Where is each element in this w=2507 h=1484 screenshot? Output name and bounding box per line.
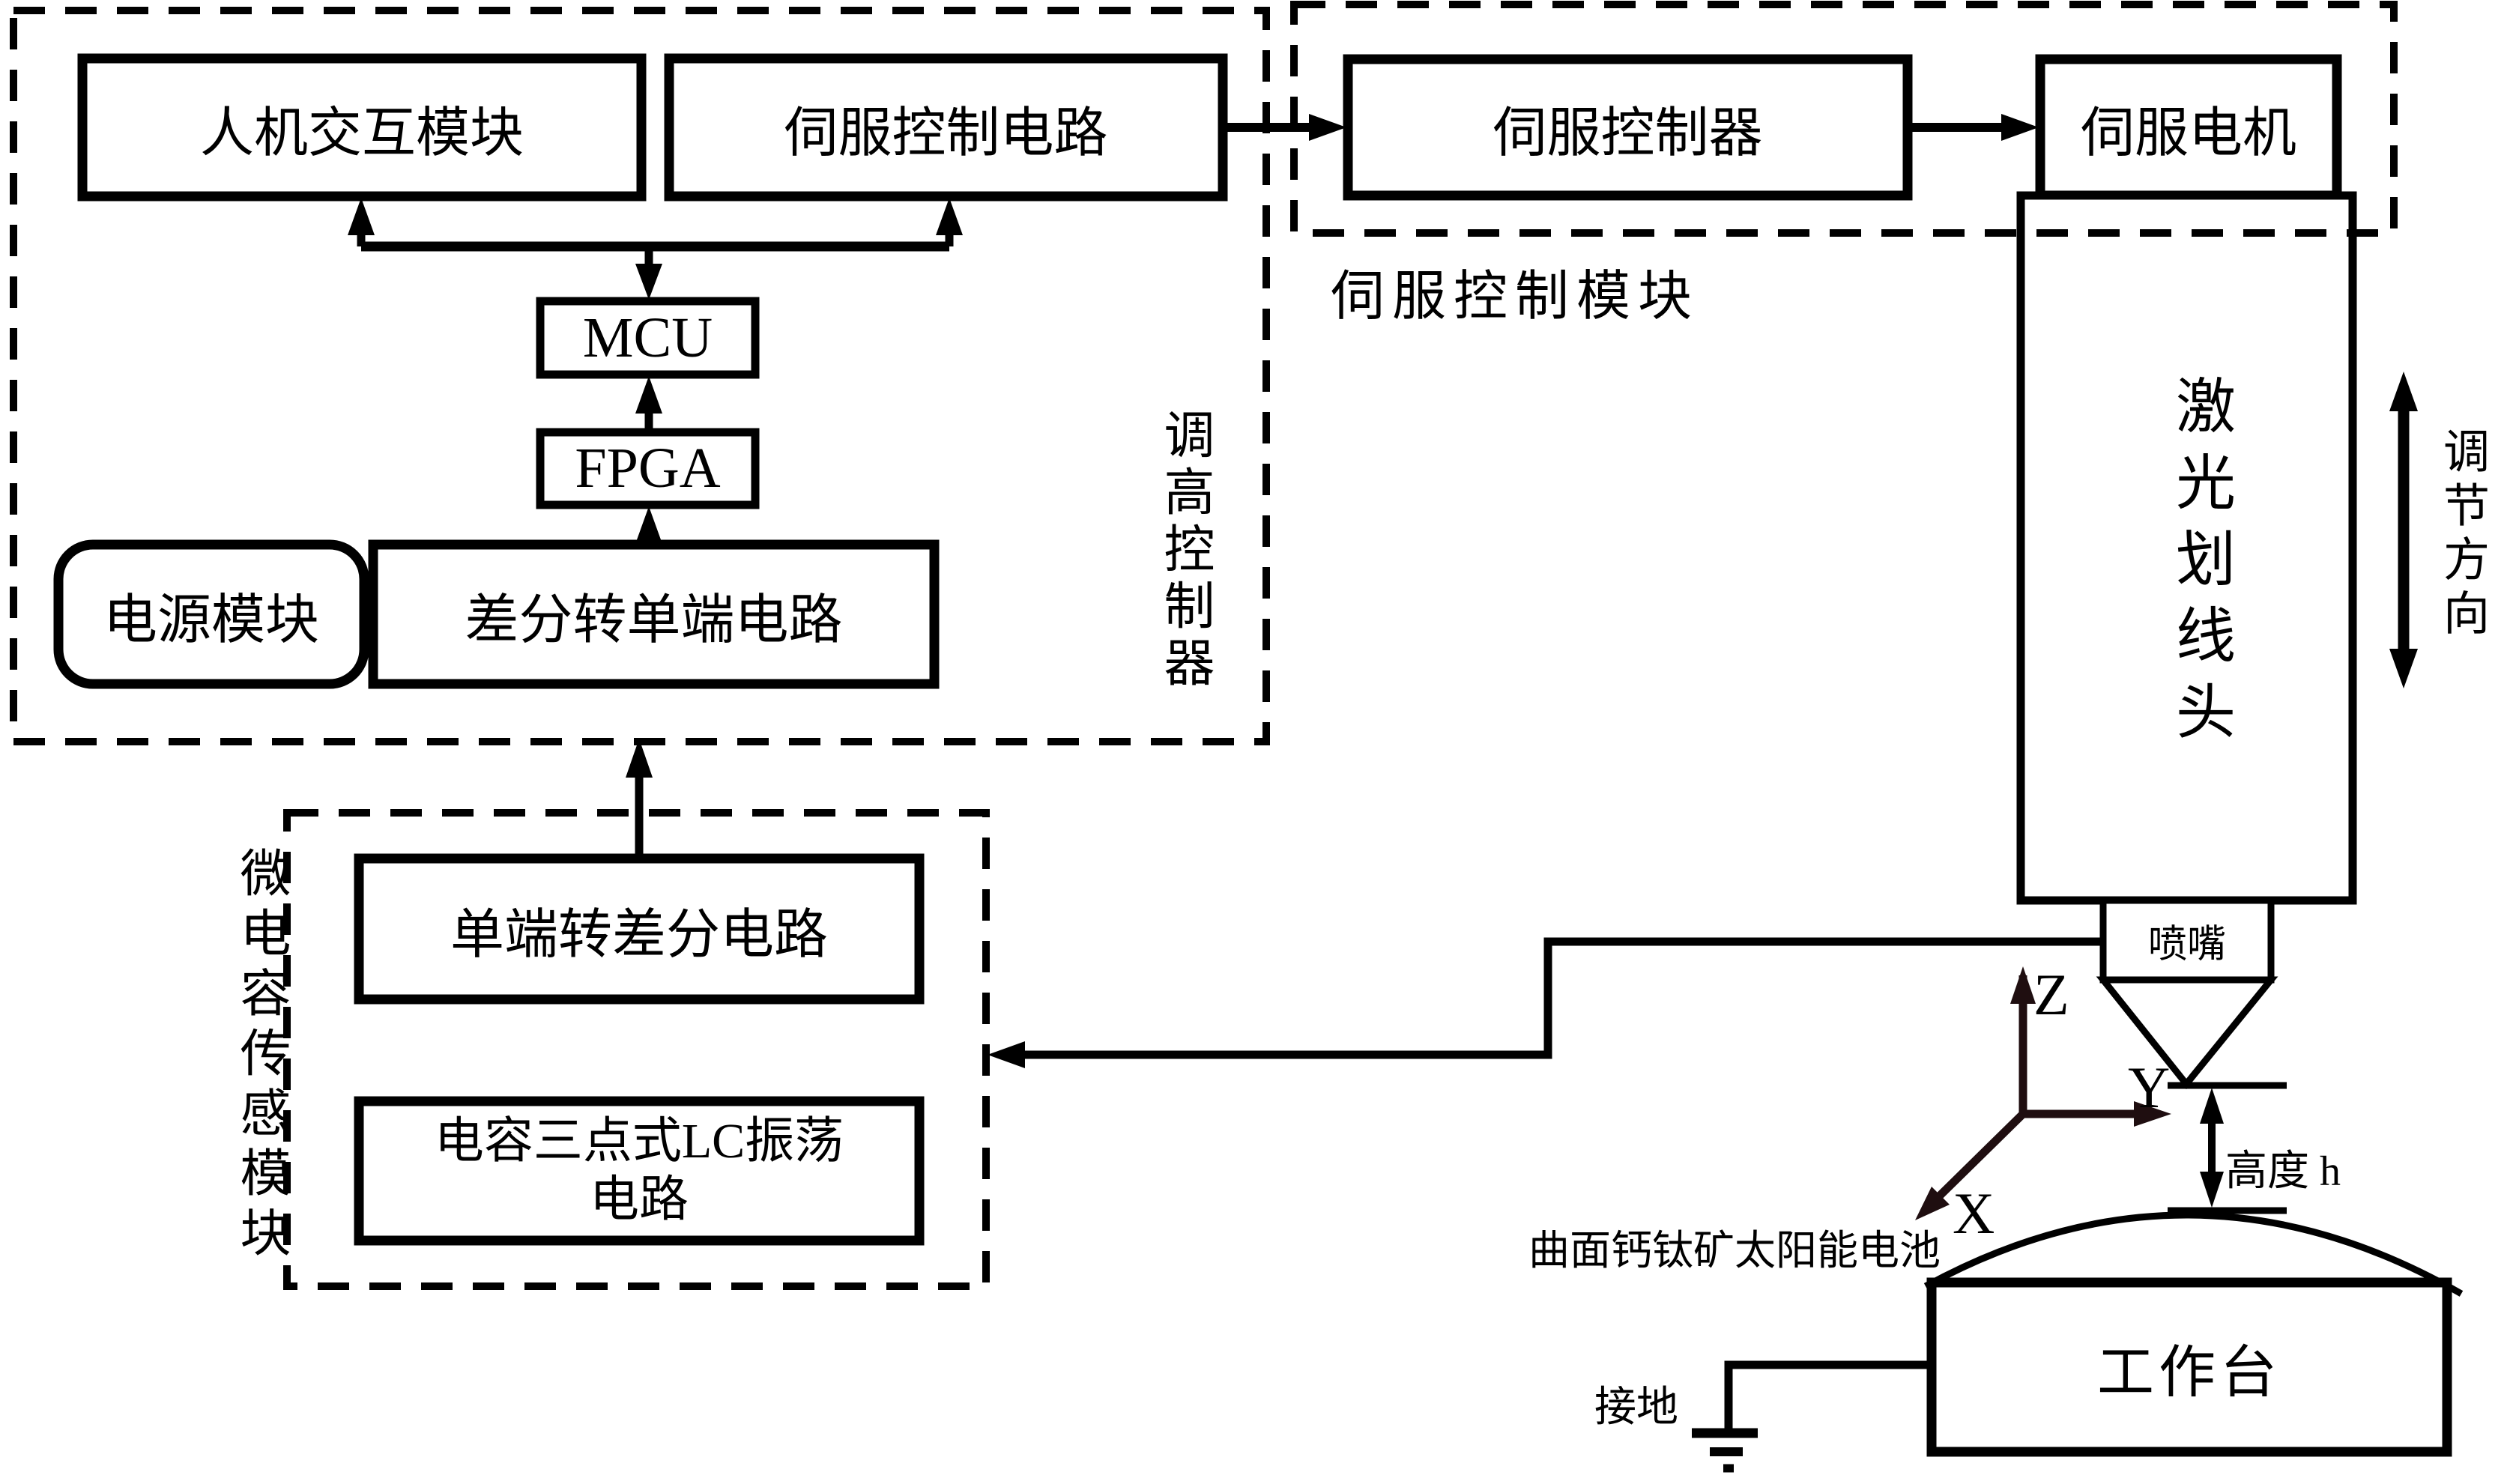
x-axis-label: X	[1953, 1181, 1995, 1246]
servo-control-circuit-label: 伺服控制电路	[784, 103, 1108, 163]
z-axis-label: Z	[2033, 962, 2069, 1027]
power-box	[53, 539, 369, 689]
adjust-direction-arrowhead-up	[2389, 372, 2418, 411]
sensor-feedback-arrowhead	[988, 1041, 1025, 1068]
single-to-diff-label: 单端转差分电路	[450, 904, 828, 965]
mcu-box	[536, 297, 760, 379]
laser-head-box	[2016, 191, 2357, 905]
lc-oscillator-line1: 电容三点式LC振荡	[434, 1114, 844, 1169]
diff-to-single-label: 差分转单端电路	[465, 590, 843, 650]
worktable-label: 工作台	[2097, 1342, 2281, 1405]
mcu-label: MCU	[582, 306, 713, 369]
y-axis-label: Y	[2128, 1055, 2171, 1120]
power-label: 电源模块	[103, 590, 319, 650]
adjust-direction-label: 调节方向	[2436, 427, 2487, 643]
sensing-up-arrowhead	[626, 739, 653, 778]
height-h-label: 高度 h	[2225, 1148, 2341, 1195]
ground-wire	[1724, 1360, 1932, 1429]
height-dim-arrowhead-down	[2200, 1172, 2224, 1208]
capacitance-module-label: 微电容传感模块	[232, 847, 289, 1266]
sensor-feedback-wire	[1025, 937, 2103, 1059]
z-axis-arrowhead	[2010, 966, 2036, 1004]
x-axis-line	[1936, 1111, 2026, 1199]
hmi-label: 人机交互模块	[199, 103, 524, 163]
fpga-label: FPGA	[575, 437, 721, 500]
worktable-box	[1926, 1277, 2452, 1457]
y-axis-arrowhead	[2134, 1101, 2171, 1127]
diff-to-single-box	[368, 539, 940, 689]
solar-cell-label: 曲面钙钛矿太阳能电池	[1528, 1228, 1941, 1273]
servo-circuit-arrowhead	[936, 198, 963, 235]
circuit-controller-arrowhead	[1309, 114, 1346, 141]
single-to-diff-box	[354, 853, 925, 1005]
diff-fpga-arrowhead	[635, 506, 662, 544]
nozzle-label: 喷嘴	[2147, 923, 2226, 966]
ground-label: 接地	[1594, 1384, 1678, 1431]
lc-oscillator-line2: 电路	[590, 1172, 689, 1227]
capacitance-module-dashed-border	[283, 809, 990, 1290]
servo-controller-label: 伺服控制器	[1493, 103, 1763, 163]
servo-controller-box	[1343, 54, 1913, 201]
x-axis-arrowhead	[1915, 1187, 1950, 1220]
hmi-box	[77, 53, 647, 202]
height-dim-arrowhead-up	[2200, 1088, 2224, 1124]
servo-module-dashed-border	[1290, 1, 2398, 237]
controller-motor-arrowhead	[2001, 114, 2039, 141]
nozzle-cone	[2096, 976, 2278, 1090]
hmi-arrowhead	[348, 198, 375, 235]
mcu-arrowhead	[635, 264, 662, 300]
height-controller-label: 调高控制器	[1156, 408, 1213, 693]
lc-oscillator-label: 电容三点式LC振荡 电路	[359, 1101, 919, 1241]
servo-motor-label: 伺服电机	[2080, 103, 2296, 163]
servo-motor-box	[2035, 54, 2342, 201]
servo-module-label: 伺服控制模块	[1331, 266, 1700, 327]
fpga-box	[536, 428, 760, 509]
servo-control-circuit-box	[664, 53, 1228, 202]
solar-cell-curve	[1923, 1211, 2464, 1297]
laser-head-label: 激光划线头	[2167, 375, 2233, 757]
lc-oscillator-box	[354, 1096, 925, 1246]
fpga-mcu-arrowhead	[635, 376, 662, 414]
adjust-direction-arrowhead-down	[2389, 649, 2418, 688]
